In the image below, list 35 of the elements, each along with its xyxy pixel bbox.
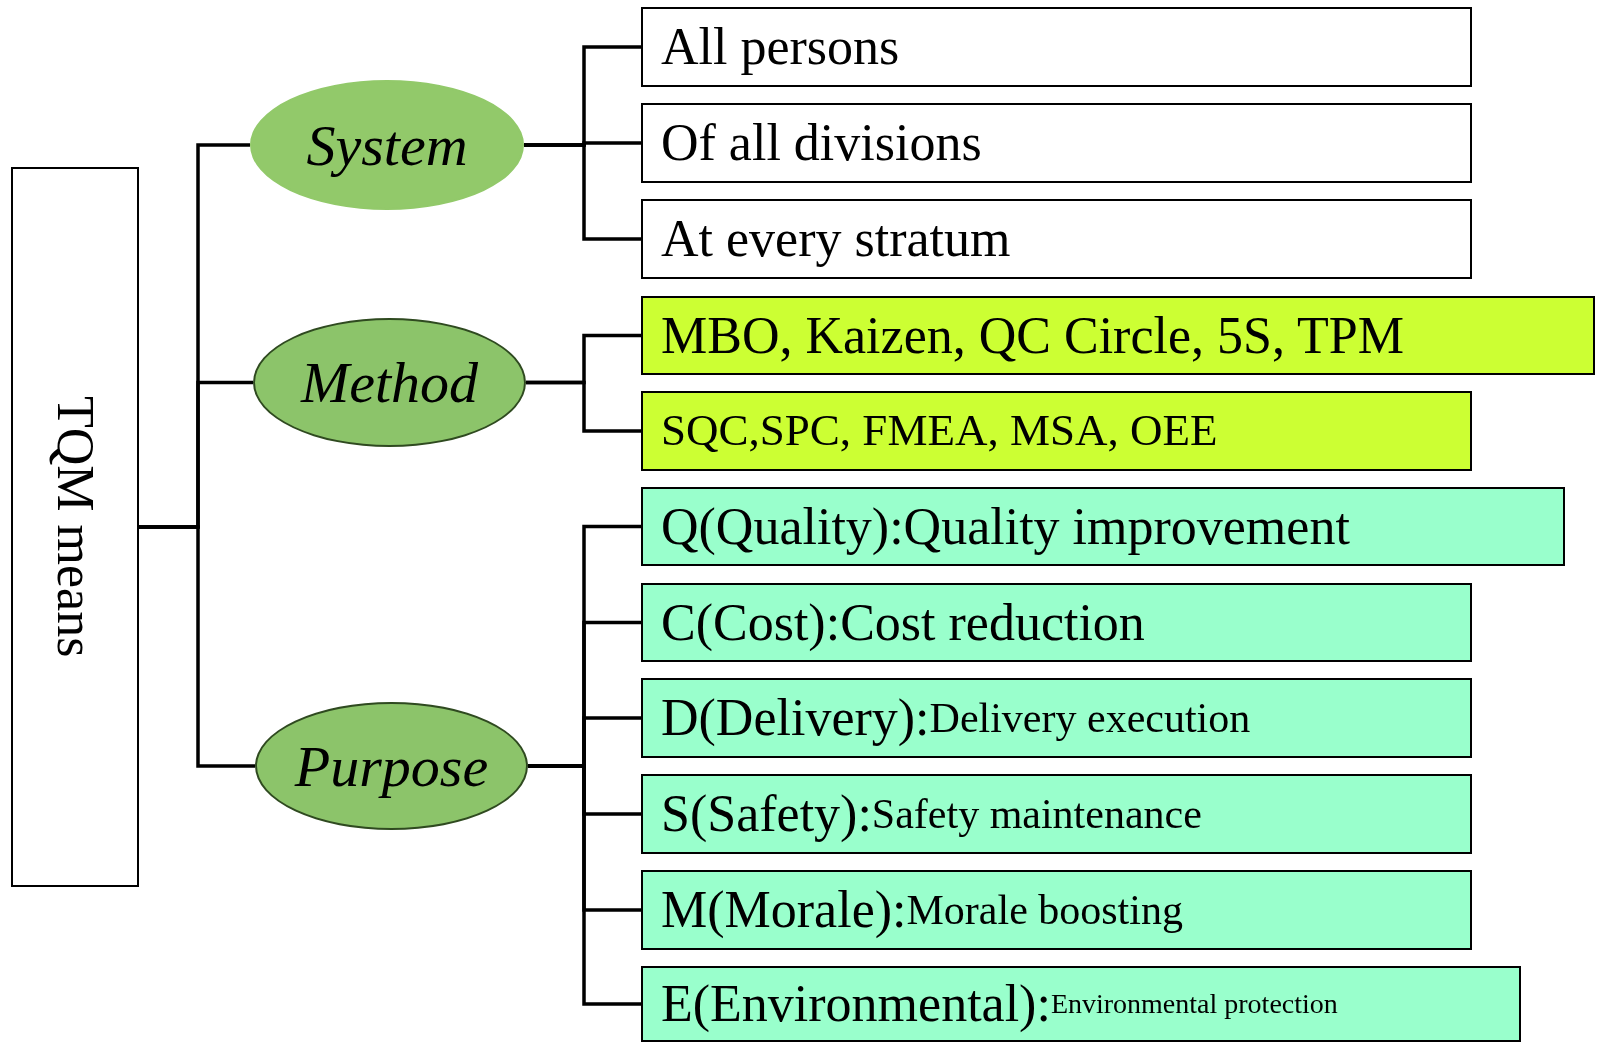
item-text: S(Safety):: [661, 785, 872, 843]
item-text: SQC,SPC, FMEA, MSA, OEE: [661, 406, 1218, 456]
item-text: E(Environmental):: [661, 975, 1051, 1033]
item-text: C(Cost):Cost reduction: [661, 593, 1145, 652]
item-box: [641, 583, 1472, 662]
item-box: [641, 103, 1472, 183]
category-label: Purpose: [294, 732, 489, 800]
item-box: [641, 296, 1595, 375]
connector-line: [526, 380, 641, 433]
item-box: [641, 678, 1472, 758]
category-label: System: [306, 111, 468, 179]
item-box: [641, 774, 1472, 854]
item-text: Safety maintenance: [871, 790, 1202, 838]
item-text: Q(Quality):Quality improvement: [661, 497, 1350, 556]
item-text: Morale boosting: [906, 886, 1183, 934]
item-text: D(Delivery):: [661, 689, 930, 747]
item-text: At every stratum: [661, 210, 1011, 268]
item-box: [641, 391, 1472, 471]
connector-line: [139, 525, 255, 768]
item-box: [641, 487, 1565, 566]
item-text: Environmental protection: [1050, 988, 1338, 1020]
title-box: [11, 167, 139, 887]
item-box: [641, 966, 1521, 1042]
connector-line: [524, 143, 641, 241]
item-text: All persons: [661, 18, 900, 76]
item-box: [641, 199, 1472, 279]
item-text: MBO, Kaizen, QC Circle, 5S, TPM: [661, 306, 1404, 365]
connector-line: [528, 764, 641, 1006]
item-text: Of all divisions: [661, 114, 982, 172]
item-box: [641, 7, 1472, 87]
item-box: [641, 870, 1472, 950]
title-text: TQM means: [49, 396, 101, 658]
item-text: M(Morale):: [661, 881, 907, 939]
category-label: Method: [300, 349, 479, 416]
item-text: Delivery execution: [929, 694, 1251, 741]
